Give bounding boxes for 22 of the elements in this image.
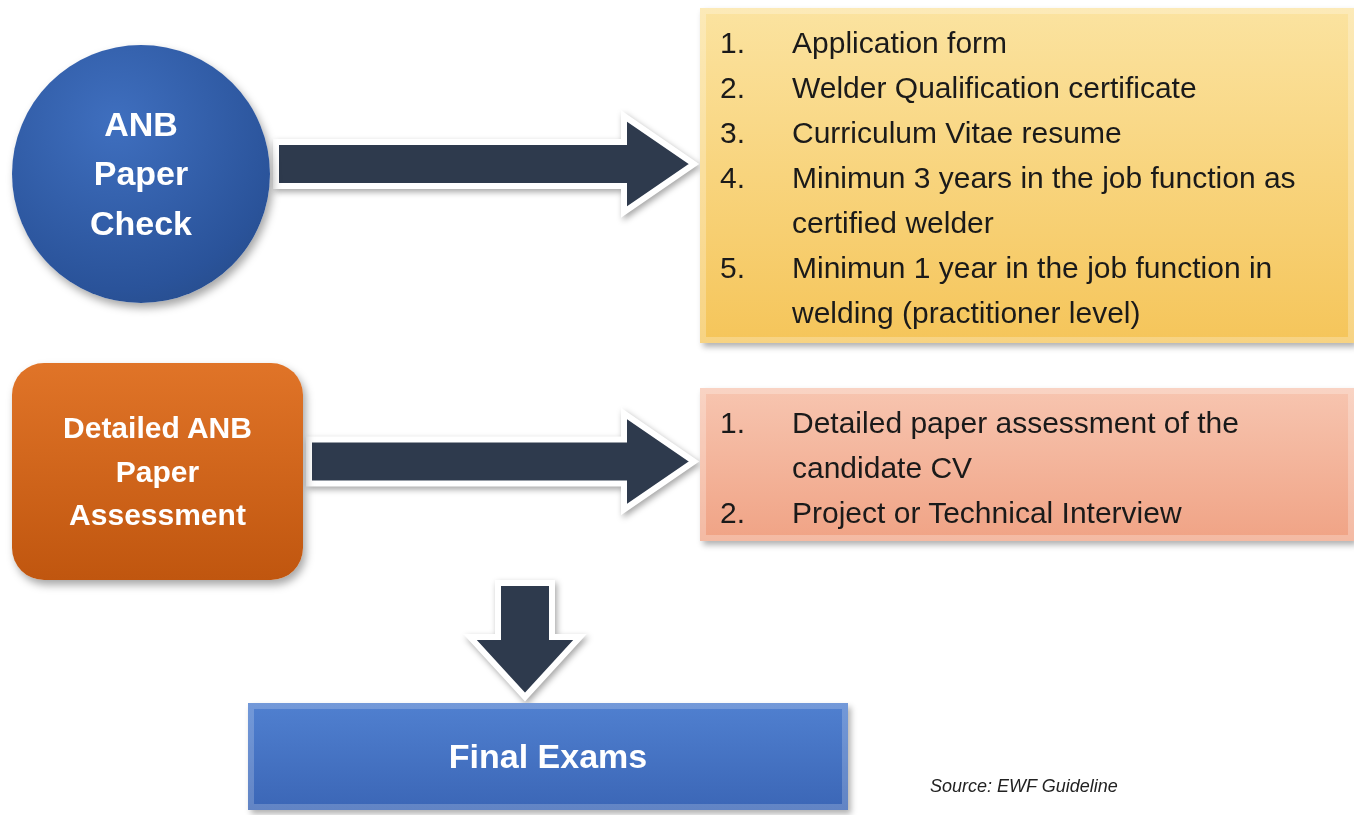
list-item: Application form <box>792 25 1008 61</box>
process-box <box>248 703 848 810</box>
list-number: 2. <box>720 495 747 531</box>
list-number: 3. <box>720 115 747 151</box>
list-item: Minimun 1 year in the job function in welding (practitioner level) <box>792 250 1274 331</box>
node-label: ANB Paper Check <box>88 104 194 244</box>
requirements-box <box>700 8 1354 343</box>
list-item: Minimun 3 years in the job function as certified welder <box>792 160 1297 241</box>
source-note: Source: EWF Guideline <box>930 776 1118 797</box>
list-item: Curriculum Vitae resume <box>792 115 1122 151</box>
list-number: 5. <box>720 250 747 286</box>
list-item: Project or Technical Interview <box>792 495 1182 531</box>
list-number: 4. <box>720 160 747 196</box>
process-box <box>12 363 303 580</box>
node-label: Detailed ANB Paper Assessment <box>62 410 253 534</box>
list-number: 2. <box>720 70 747 106</box>
list-number: 1. <box>720 25 747 61</box>
node-label: Final Exams <box>447 735 649 777</box>
requirements-box <box>700 388 1354 541</box>
list-item: Detailed paper assessment of the candidate CV <box>792 405 1240 486</box>
list-number: 1. <box>720 405 747 441</box>
list-item: Welder Qualification certificate <box>792 70 1197 106</box>
